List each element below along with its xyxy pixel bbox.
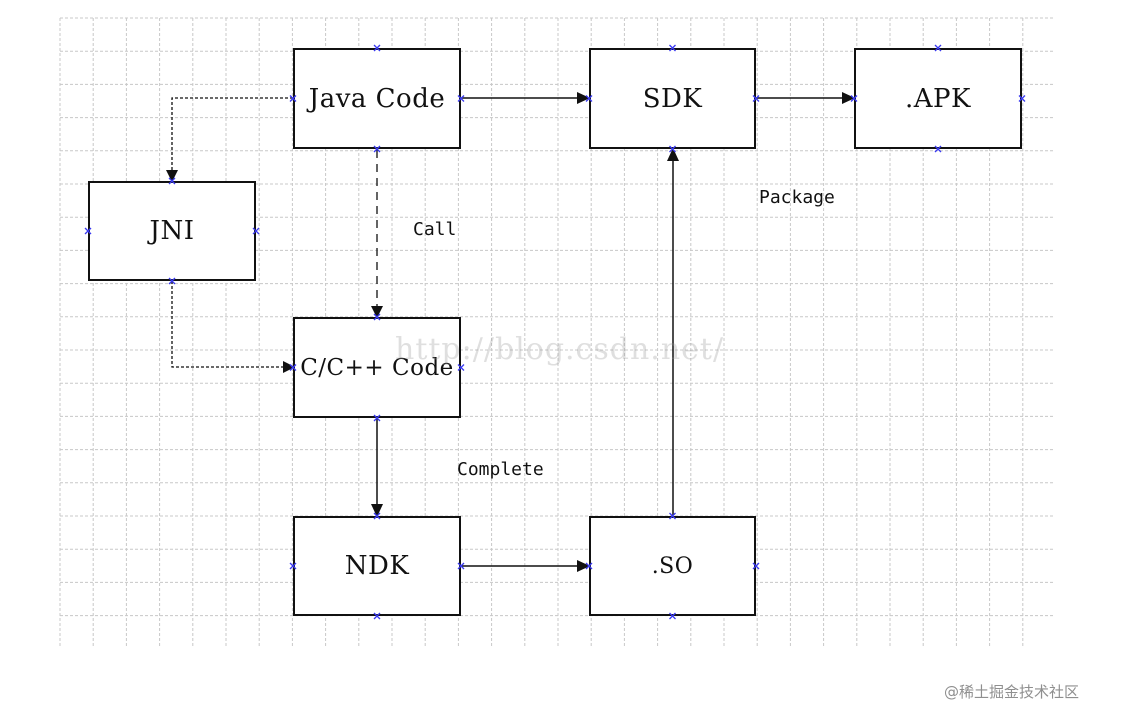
arrowhead-jni: [166, 170, 178, 182]
arrowhead-apk: [842, 92, 855, 104]
arrowhead-c-left: [283, 361, 295, 373]
node-c-code-label: C/C++ Code: [300, 354, 454, 381]
arrowhead-so: [577, 560, 590, 572]
node-sdk: SDK: [589, 48, 756, 149]
node-sdk-label: SDK: [642, 83, 703, 114]
node-java-code: Java Code: [293, 48, 461, 149]
watermark-text: http://blog.csdn.net/: [395, 332, 725, 367]
node-java-code-label: Java Code: [308, 83, 446, 114]
node-jni: JNI: [88, 181, 256, 281]
edge-java-to-jni: [171, 97, 293, 180]
node-apk: .APK: [854, 48, 1022, 149]
arrowhead-sdk: [577, 92, 590, 104]
arrowhead-ndk: [371, 504, 383, 517]
node-so-label: .SO: [651, 553, 694, 579]
arrowhead-sdk-bottom: [667, 148, 679, 161]
credit-text: @稀土掘金技术社区: [944, 683, 1080, 701]
node-jni-label: JNI: [149, 216, 195, 246]
node-apk-label: .APK: [905, 83, 971, 114]
arrowhead-c-top: [371, 306, 383, 318]
node-so: .SO: [589, 516, 756, 616]
edge-jni-to-c: [171, 281, 293, 368]
edge-label-call: Call: [413, 219, 457, 240]
node-ndk: NDK: [293, 516, 461, 616]
edge-label-package: Package: [759, 187, 835, 208]
edges: [166, 92, 855, 572]
node-ndk-label: NDK: [344, 551, 410, 581]
edge-label-complete: Complete: [457, 459, 544, 480]
